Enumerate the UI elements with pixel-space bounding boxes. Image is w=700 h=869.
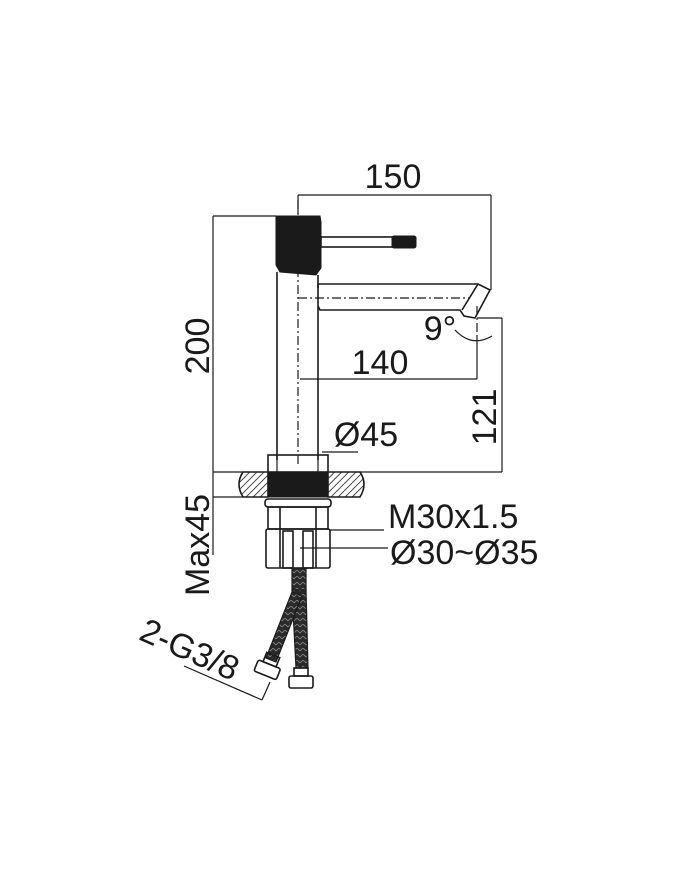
dimension-hose-connection: 2-G3/8 [134, 611, 271, 701]
tap-body [276, 200, 319, 465]
dimension-outlet-height: 121 [360, 317, 504, 473]
label-overall-reach: 150 [365, 158, 422, 196]
label-spout-angle: 9° [424, 310, 457, 348]
dimension-spout-angle: 9° [424, 310, 493, 348]
dimension-body-diameter: Ø45 [322, 416, 398, 454]
label-hose-connection: 2-G3/8 [134, 611, 244, 688]
lever-handle [275, 215, 417, 276]
label-outlet-height: 121 [466, 389, 504, 446]
flexible-hoses [253, 567, 314, 689]
mounting-shank [264, 498, 332, 569]
dimension-overall-height: 200 [179, 215, 276, 472]
dimension-deck-thickness: Max45 [179, 471, 243, 596]
label-body-diameter: Ø45 [334, 416, 398, 454]
label-spout-reach: 140 [352, 344, 409, 382]
dimension-hole-diameter: Ø30~Ø35 [300, 534, 538, 572]
dimension-overall-reach: 150 [297, 158, 492, 290]
countertop-section [238, 471, 365, 498]
label-thread: M30x1.5 [388, 498, 518, 536]
label-overall-height: 200 [179, 318, 217, 375]
dimension-thread: M30x1.5 [330, 498, 518, 536]
dimension-spout-reach: 140 [300, 335, 478, 382]
label-hole-diameter: Ø30~Ø35 [390, 534, 538, 572]
label-deck-thickness: Max45 [179, 494, 217, 596]
spout [298, 283, 492, 335]
